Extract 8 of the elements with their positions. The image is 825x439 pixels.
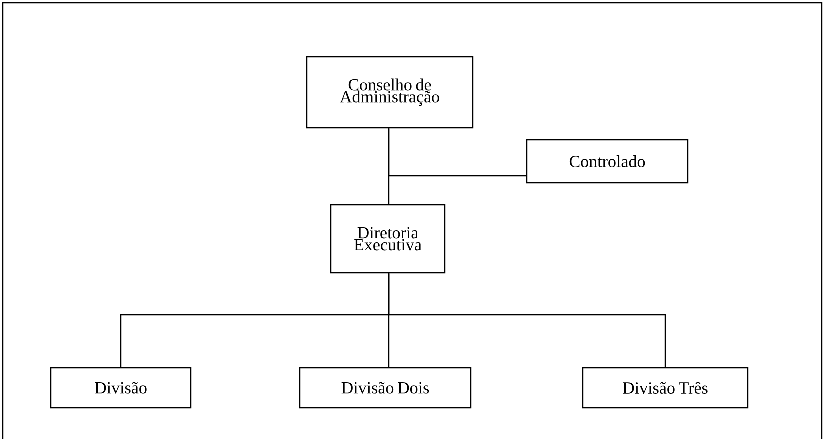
org-box: Diretoria Executiva	[330, 204, 446, 274]
org-box: Divisão	[50, 367, 192, 409]
connector-line	[388, 128, 526, 177]
org-box: Divisão Dois	[299, 367, 472, 409]
org-box: Divisão Três	[582, 367, 749, 409]
connector-line	[388, 274, 666, 368]
org-box: Conselho de Administração	[306, 56, 474, 129]
org-box: Controlado	[526, 139, 689, 184]
